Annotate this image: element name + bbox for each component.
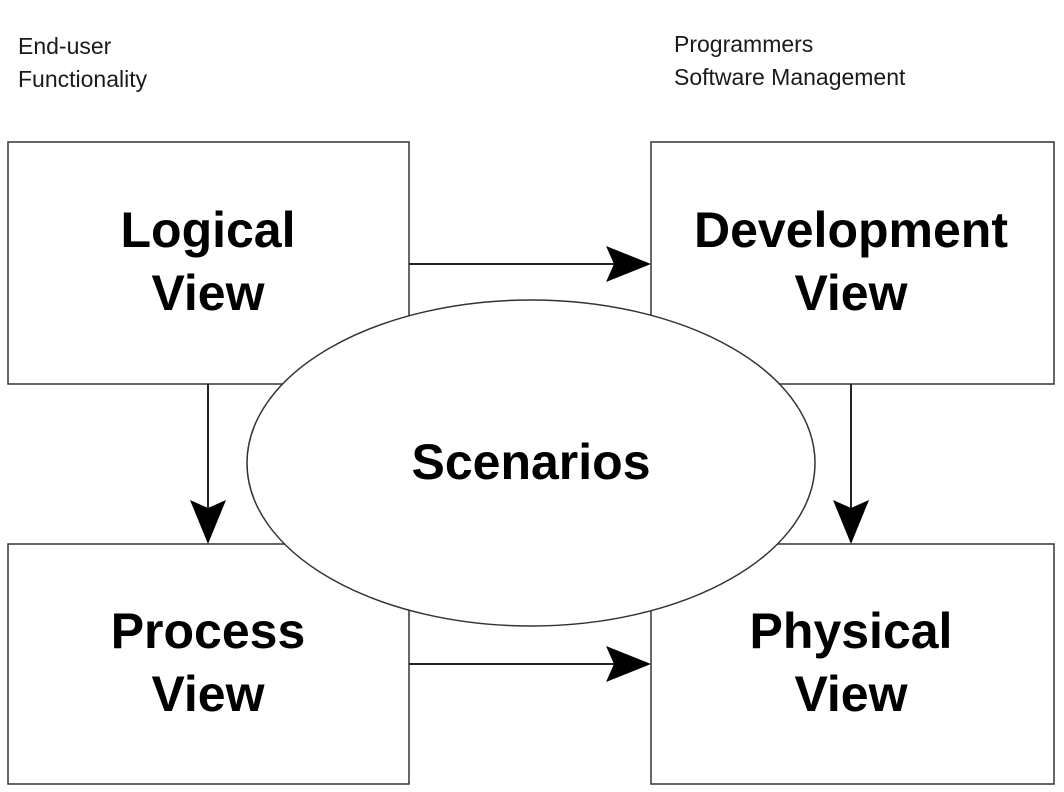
physical-view-label-line-1: Physical xyxy=(750,603,953,659)
programmers-annotation-line-2: Software Management xyxy=(674,64,906,90)
end-user-annotation-line-1: End-user xyxy=(18,33,112,59)
logical-view-label-line-1: Logical xyxy=(120,202,295,258)
logical-view-label-line-2: View xyxy=(151,265,264,321)
arrowhead-to-physical-horizontal xyxy=(606,646,651,682)
end-user-annotation: End-user Functionality xyxy=(18,30,147,96)
scenarios-ellipse xyxy=(246,299,816,627)
scenarios-label: Scenarios xyxy=(411,434,650,490)
programmers-annotation-line-1: Programmers xyxy=(674,31,814,57)
development-view-label-line-1: Development xyxy=(694,202,1008,258)
process-view-label-line-1: Process xyxy=(111,603,306,659)
process-view-label-line-2: View xyxy=(151,666,264,722)
physical-view-label-line-2: View xyxy=(794,666,907,722)
arrowhead-to-process xyxy=(190,500,226,544)
programmers-annotation: Programmers Software Management xyxy=(674,28,905,94)
development-view-label-line-2: View xyxy=(794,265,907,321)
end-user-annotation-line-2: Functionality xyxy=(18,66,148,92)
arrowhead-to-physical-vertical xyxy=(833,500,869,544)
arrowhead-to-development xyxy=(606,246,651,282)
